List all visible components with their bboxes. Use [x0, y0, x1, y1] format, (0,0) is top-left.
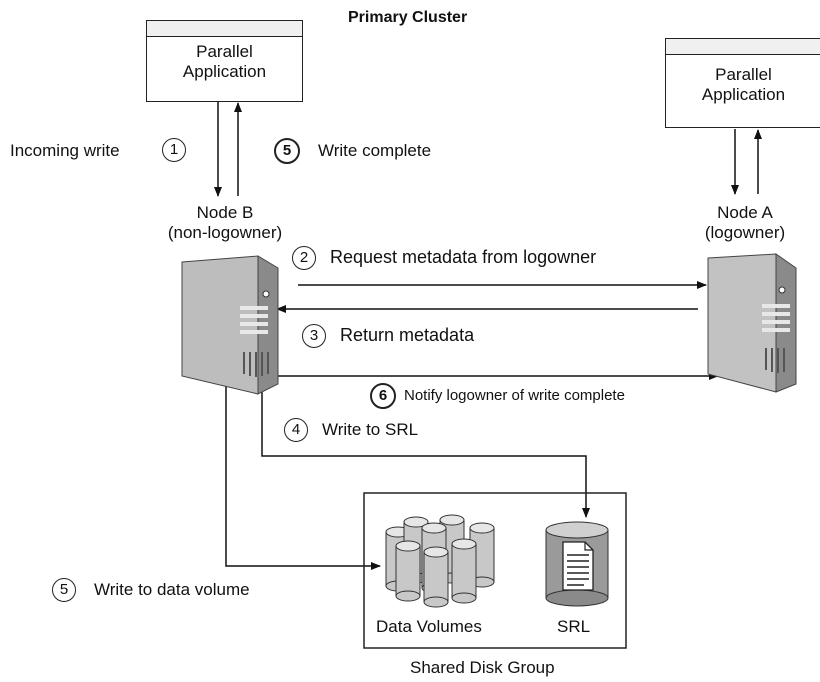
- node-a-server-icon: [707, 253, 797, 393]
- shared-disk-group-box: [363, 492, 627, 649]
- node-b-name: Node B: [196, 203, 254, 222]
- data-volumes-icon: [385, 514, 495, 608]
- shared-disk-group-label: Shared Disk Group: [410, 658, 555, 677]
- step-number-3: 3: [302, 324, 326, 348]
- node-b-server-icon: [181, 255, 279, 395]
- window-title-bar: [666, 39, 820, 55]
- node-a-name: Node A: [717, 203, 773, 222]
- app-label-right: Parallel Application: [666, 65, 820, 105]
- app-label-line1: Parallel: [715, 65, 772, 84]
- step-write-data-volume-label: Write to data volume: [94, 580, 250, 599]
- step-number-1: 1: [162, 138, 186, 162]
- step-write-srl-label: Write to SRL: [322, 420, 419, 439]
- window-title-bar: [147, 21, 302, 37]
- arrow-write-srl: [261, 378, 590, 518]
- step-write-complete-label: Write complete: [318, 141, 432, 160]
- data-volumes-label: Data Volumes: [376, 617, 482, 636]
- parallel-application-right: Parallel Application: [665, 38, 820, 128]
- step-number-4: 4: [284, 418, 308, 442]
- step-return-metadata-label: Return metadata: [340, 325, 475, 345]
- step-request-metadata-label: Request metadata from logowner: [330, 247, 597, 267]
- step-incoming-write-label: Incoming write: [10, 141, 120, 160]
- node-a-role: (logowner): [704, 223, 786, 242]
- srl-label: SRL: [557, 617, 591, 636]
- arrow-write-data-volume: [225, 378, 381, 570]
- node-a-label: Node A (logowner): [680, 203, 810, 243]
- app-label-line1: Parallel: [196, 42, 253, 61]
- srl-icon: [545, 521, 609, 607]
- diagram-title: Primary Cluster: [348, 9, 468, 26]
- step-number-5-complete: 5: [274, 138, 300, 164]
- step-number-5-data-volume: 5: [52, 578, 76, 602]
- app-label-line2: Application: [701, 85, 786, 104]
- step-number-2: 2: [292, 246, 316, 270]
- step-notify-logowner-label: Notify logowner of write complete: [404, 387, 625, 404]
- node-b-label: Node B (non-logowner): [150, 203, 300, 243]
- node-b-role: (non-logowner): [167, 223, 283, 242]
- app-label-left: Parallel Application: [147, 42, 302, 82]
- app-label-line2: Application: [182, 62, 267, 81]
- parallel-application-left: Parallel Application: [146, 20, 303, 102]
- step-number-6: 6: [370, 383, 396, 409]
